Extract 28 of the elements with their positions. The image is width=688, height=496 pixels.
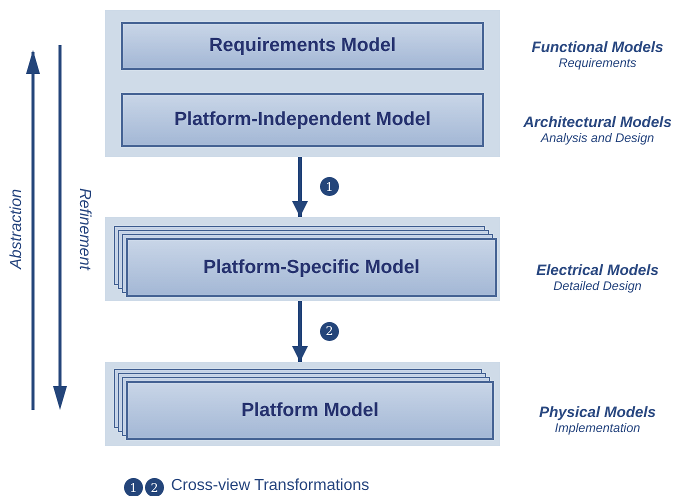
model-box bbox=[121, 22, 484, 70]
model-category: Functional Models bbox=[532, 39, 664, 56]
model-name: Requirements Model bbox=[209, 35, 396, 57]
stacked-model-box bbox=[114, 369, 494, 440]
model-name: Platform Model bbox=[241, 400, 379, 422]
model-phase: Implementation bbox=[554, 421, 640, 435]
axis-label: Abstraction bbox=[8, 188, 26, 270]
edge-label: 1 bbox=[320, 177, 339, 196]
model-box bbox=[121, 93, 484, 147]
model-category: Electrical Models bbox=[536, 262, 659, 279]
model-category: Architectural Models bbox=[523, 114, 672, 131]
layer-band bbox=[105, 10, 500, 157]
layer-band bbox=[105, 217, 500, 301]
model-phase: Analysis and Design bbox=[540, 131, 654, 145]
model-phase: Requirements bbox=[558, 56, 636, 70]
model-name: Platform-Specific Model bbox=[203, 256, 420, 278]
edge-label: 2 bbox=[320, 322, 339, 340]
legend-number: 1 bbox=[124, 478, 143, 496]
model-category: Physical Models bbox=[539, 404, 656, 421]
legend-number: 2 bbox=[145, 478, 164, 496]
axis-label: Refinement bbox=[74, 188, 93, 270]
arrow bbox=[292, 157, 308, 217]
layer-band bbox=[105, 362, 500, 446]
model-name: Platform-Independent Model bbox=[174, 109, 431, 131]
stacked-model-box bbox=[114, 226, 497, 297]
legend-text: Cross-view Transformations bbox=[171, 477, 370, 495]
model-phase: Detailed Design bbox=[553, 279, 642, 293]
arrow bbox=[292, 301, 308, 362]
